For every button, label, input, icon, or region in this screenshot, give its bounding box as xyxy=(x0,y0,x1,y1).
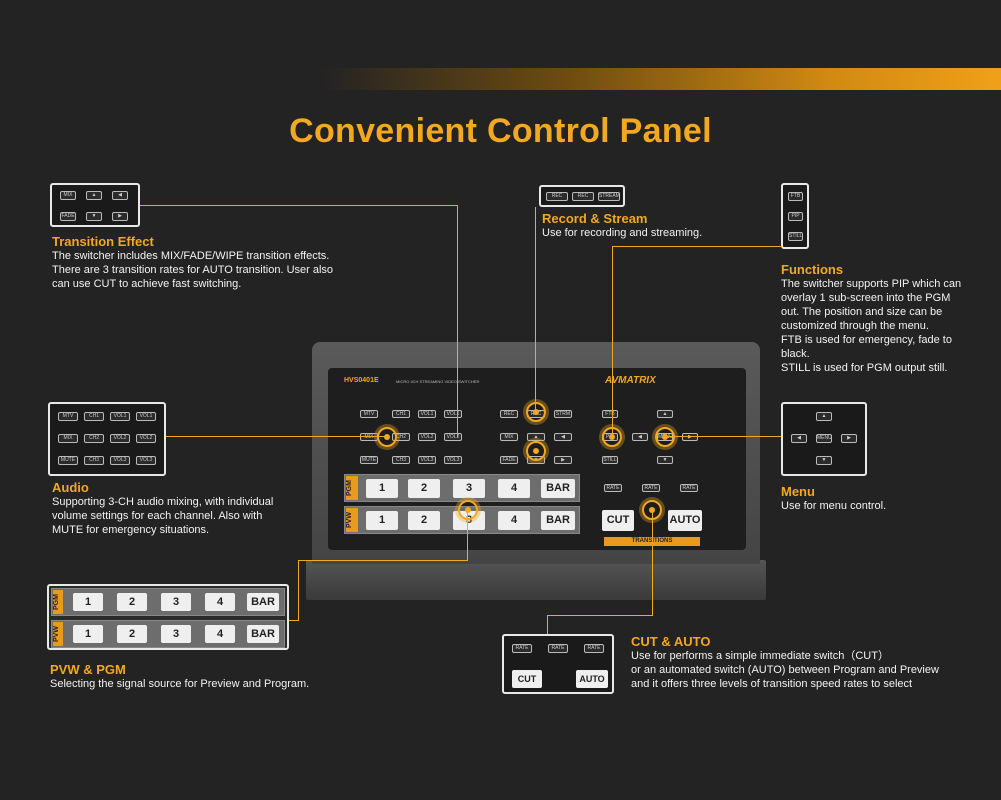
transition-line-3: can use CUT to achieve fast switching. xyxy=(52,278,242,290)
cutauto-heading: CUT & AUTO xyxy=(631,634,711,649)
menu-section: Menu Use for menu control. xyxy=(781,484,981,513)
functions-line-6: black. xyxy=(781,348,810,360)
pvw-key-1-small: 1 xyxy=(73,625,103,643)
audio-heading: Audio xyxy=(52,480,89,495)
device-base xyxy=(306,560,766,600)
record-thumbnail: REC REC STREAM xyxy=(539,185,625,207)
functions-line-1: The switcher supports PIP which can xyxy=(781,278,962,290)
pgm-button-bar[interactable]: BAR xyxy=(541,479,575,498)
menu-heading: Menu xyxy=(781,484,815,499)
device-brand-logo: AVMATRIX xyxy=(605,375,656,386)
menu-highlight-dot xyxy=(655,427,675,447)
functions-highlight-dot xyxy=(602,427,622,447)
transition-highlight-dot xyxy=(526,441,546,461)
pgm-button-1[interactable]: 1 xyxy=(366,479,398,498)
pgm-key-4-small: 4 xyxy=(205,593,235,611)
device-pvw-tag: PVW xyxy=(346,508,358,532)
auto-button[interactable]: AUTO xyxy=(668,510,702,531)
pvwpgm-section: PVW & PGM Selecting the signal source fo… xyxy=(50,662,370,691)
record-line-1: Use for recording and streaming. xyxy=(542,227,703,239)
functions-thumbnail: FTB PIP STILL xyxy=(781,183,809,249)
cutauto-highlight-dot xyxy=(642,500,662,520)
pgm-button-4[interactable]: 4 xyxy=(498,479,530,498)
audio-line-3: MUTE for emergency situations. xyxy=(52,524,210,536)
pgm-button-2[interactable]: 2 xyxy=(408,479,440,498)
functions-line-2: overlay 1 sub-screen into the PGM xyxy=(781,292,951,304)
pvw-button-1[interactable]: 1 xyxy=(366,511,398,530)
cutauto-line-3: and it offers three levels of transition… xyxy=(631,678,913,690)
pgm-tag-small: PGM xyxy=(53,590,63,614)
cutauto-line-2: or an automated switch (AUTO) between Pr… xyxy=(631,664,939,676)
pvw-key-3-small: 3 xyxy=(161,625,191,643)
functions-line-7: STILL is used for PGM output still. xyxy=(781,362,948,374)
functions-line-3: out. The position and size can be xyxy=(781,306,943,318)
functions-line-4: customized through the menu. xyxy=(781,320,929,332)
record-section: Record & Stream Use for recording and st… xyxy=(542,211,762,240)
pvwpgm-heading: PVW & PGM xyxy=(50,662,126,677)
pvwpgm-line-1: Selecting the signal source for Preview … xyxy=(50,678,310,690)
pvw-key-2-small: 2 xyxy=(117,625,147,643)
menu-thumbnail: ▲ ◀ MENU ▶ ▼ xyxy=(781,402,867,476)
cut-button[interactable]: CUT xyxy=(602,510,634,531)
page-title: Convenient Control Panel xyxy=(289,112,712,150)
device-model: HVS0401E xyxy=(344,377,379,384)
device-subtitle: MICRO 4CH STREAMING VIDEO SWITCHER xyxy=(396,379,480,384)
record-highlight-dot xyxy=(526,402,546,422)
pvw-button-2[interactable]: 2 xyxy=(408,511,440,530)
transition-thumbnail: MIX ▲ ◀ FADE ▼ ▶ xyxy=(50,183,140,227)
functions-section: Functions The switcher supports PIP whic… xyxy=(781,262,996,375)
pvw-highlight-dot xyxy=(458,500,478,520)
pgm-key-1-small: 1 xyxy=(73,593,103,611)
device-pgm-tag: PGM xyxy=(346,476,358,500)
transition-line-1: The switcher includes MIX/FADE/WIPE tran… xyxy=(52,250,330,262)
transition-section: Transition Effect The switcher includes … xyxy=(52,234,392,291)
pgm-button-3[interactable]: 3 xyxy=(453,479,485,498)
cut-auto-thumbnail: RATE RATE RATE CUT AUTO xyxy=(502,634,614,694)
transition-line-2: There are 3 transition rates for AUTO tr… xyxy=(52,264,334,276)
audio-line-2: volume settings for each channel. Also w… xyxy=(52,510,263,522)
audio-thumbnail: MTV CH1 VOL1 VOL1 MIX CH2 VOL2 VOL2 MUTE… xyxy=(48,402,166,476)
cutauto-section: CUT & AUTO Use for performs a simple imm… xyxy=(631,634,991,691)
pvw-pgm-thumbnail: PGM PVW 1 2 3 4 BAR 1 2 3 4 BAR xyxy=(47,584,289,650)
cut-key-small: CUT xyxy=(512,670,542,688)
transition-heading: Transition Effect xyxy=(52,234,154,249)
auto-key-small: AUTO xyxy=(576,670,608,688)
pvw-button-bar[interactable]: BAR xyxy=(541,511,575,530)
audio-highlight-dot xyxy=(377,427,397,447)
audio-line-1: Supporting 3-CH audio mixing, with indiv… xyxy=(52,496,274,508)
header-gradient-bar xyxy=(320,68,1001,90)
menu-line-1: Use for menu control. xyxy=(781,500,887,512)
cutauto-line-1: Use for performs a simple immediate swit… xyxy=(631,650,889,662)
pvw-key-bar-small: BAR xyxy=(247,625,279,643)
pgm-key-3-small: 3 xyxy=(161,593,191,611)
functions-heading: Functions xyxy=(781,262,844,277)
functions-line-5: FTB is used for emergency, fade to xyxy=(781,334,952,346)
pgm-key-2-small: 2 xyxy=(117,593,147,611)
audio-section: Audio Supporting 3-CH audio mixing, with… xyxy=(52,480,332,537)
pvw-key-4-small: 4 xyxy=(205,625,235,643)
record-heading: Record & Stream xyxy=(542,211,648,226)
pvw-button-4[interactable]: 4 xyxy=(498,511,530,530)
pvw-tag-small: PVW xyxy=(53,622,63,646)
pgm-key-bar-small: BAR xyxy=(247,593,279,611)
